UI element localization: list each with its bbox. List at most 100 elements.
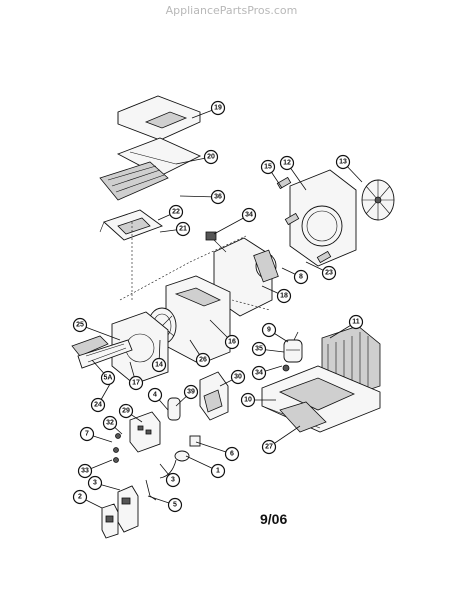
callout-circle: [165, 472, 181, 488]
callout-circle: [276, 288, 292, 304]
callout-circle: [90, 397, 106, 413]
callout-label: 27: [265, 444, 273, 451]
callout-circle: [224, 446, 240, 462]
callout-circle: [240, 392, 256, 408]
callout-label: 4: [153, 392, 157, 399]
callout-label: 24: [94, 402, 102, 409]
revision-date: 9/06: [260, 511, 288, 527]
callout-c18: 18: [276, 288, 292, 304]
callout-circle: [251, 365, 267, 381]
callout-label: 7: [85, 431, 89, 438]
callout-c1: 1: [210, 463, 226, 479]
air-deflector: [99, 209, 163, 241]
callout-c35: 35: [251, 341, 267, 357]
callout-c10: 10: [240, 392, 256, 408]
callout-c6: 6: [224, 446, 240, 462]
callout-circle: [321, 265, 337, 281]
callout-c11: 11: [348, 314, 364, 330]
callout-label: 3: [93, 480, 97, 487]
callout-circle: [195, 352, 211, 368]
callout-circle: [210, 100, 226, 116]
callout-circle: [210, 463, 226, 479]
callout-c39: 39: [183, 384, 199, 400]
callout-c12: 12: [279, 155, 295, 171]
fan-shroud-orifice: [289, 169, 357, 267]
assembly-guide-lines: [119, 222, 271, 311]
callout-label: 18: [280, 293, 288, 300]
thermostat: [159, 435, 201, 479]
callout-circle: [251, 341, 267, 357]
callout-c3b: 3: [165, 472, 181, 488]
condenser-fan-blade: [361, 179, 395, 221]
callout-c29: 29: [118, 403, 134, 419]
callout-label: 16: [228, 339, 236, 346]
leader-line-c25: [79, 324, 121, 341]
callout-label: 11: [352, 319, 360, 326]
callout-label: 33: [81, 468, 89, 475]
callout-c7: 7: [79, 426, 95, 442]
callout-c22: 22: [168, 204, 184, 220]
callout-label: 36: [214, 194, 222, 201]
callout-c34: 34: [241, 207, 257, 223]
callout-circle: [203, 149, 219, 165]
callout-circle: [147, 387, 163, 403]
callout-circle: [335, 154, 351, 170]
callout-circle: [261, 439, 277, 455]
callout-c15: 15: [260, 159, 276, 175]
callout-c20: 20: [203, 149, 219, 165]
callout-label: 1: [216, 468, 220, 475]
callout-c19: 19: [210, 100, 226, 116]
callout-circle: [168, 204, 184, 220]
callout-c33: 33: [77, 463, 93, 479]
callout-c16: 16: [224, 334, 240, 350]
callout-circle: [230, 369, 246, 385]
site-watermark: AppliancePartsPros.com: [165, 4, 298, 17]
top-cover-panel: [117, 95, 201, 141]
callout-c3a: 3: [87, 475, 103, 491]
callout-circle: [224, 334, 240, 350]
callout-circle: [128, 375, 144, 391]
callout-c25: 25: [72, 317, 88, 333]
evaporator-coil: [279, 401, 327, 433]
control-board-plate: [113, 411, 161, 463]
callout-c36: 36: [210, 189, 226, 205]
callout-c32: 32: [102, 415, 118, 431]
control-bracket: [199, 371, 229, 421]
callout-circle: [167, 497, 183, 513]
callout-c14: 14: [151, 357, 167, 373]
front-grille-louvers: [99, 161, 169, 201]
callout-c13: 13: [335, 154, 351, 170]
callout-label: 8: [299, 274, 303, 281]
capacitor: [167, 397, 181, 421]
callout-circle: [279, 155, 295, 171]
callout-label: 10: [244, 397, 252, 404]
callout-circle: [175, 221, 191, 237]
callout-label: 17: [132, 380, 140, 387]
callout-c17: 17: [128, 375, 144, 391]
callout-circle: [151, 357, 167, 373]
callout-c26: 26: [195, 352, 211, 368]
callout-label: 32: [106, 420, 114, 427]
callout-circle: [183, 384, 199, 400]
callout-circle: [261, 322, 277, 338]
control-panel-bezel: [71, 335, 133, 369]
callout-c2: 2: [72, 489, 88, 505]
callout-label: 5A: [104, 375, 113, 382]
callout-c23: 23: [321, 265, 337, 281]
callout-circle: [77, 463, 93, 479]
control-switch-assembly: [101, 479, 157, 539]
callout-label: 34: [245, 212, 253, 219]
callout-c21: 21: [175, 221, 191, 237]
callout-c9: 9: [261, 322, 277, 338]
callout-label: 6: [230, 451, 234, 458]
callout-label: 26: [199, 357, 207, 364]
callout-label: 2: [78, 494, 82, 501]
callout-label: 30: [234, 374, 242, 381]
callout-label: 25: [76, 322, 84, 329]
callout-label: 20: [207, 154, 215, 161]
callout-circle: [102, 415, 118, 431]
compressor: [282, 331, 303, 372]
callout-circle: [348, 314, 364, 330]
